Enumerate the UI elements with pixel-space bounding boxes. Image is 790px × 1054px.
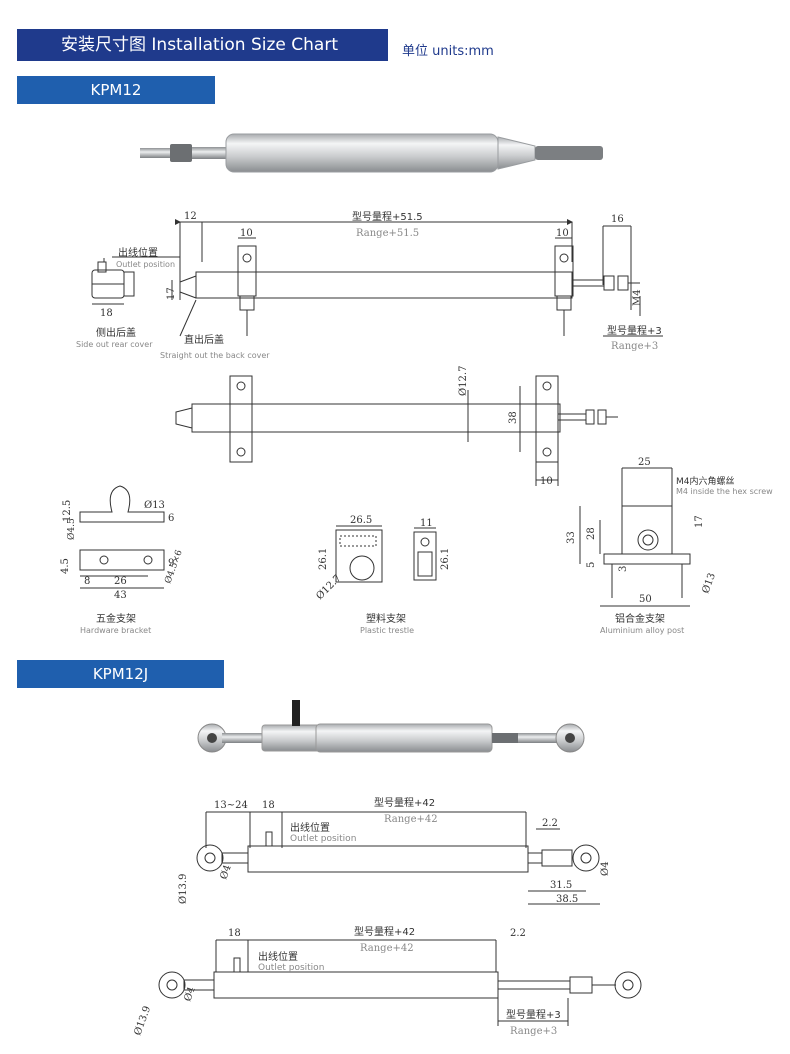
j-1324: 13~24 <box>214 800 248 811</box>
straight-cn: 直出后盖 <box>184 333 224 346</box>
j-dia4c: Ø4 <box>182 986 197 1003</box>
units-label: 单位 units:mm <box>402 44 494 59</box>
dim-10c: 10 <box>540 476 553 487</box>
outlet-en: Outlet position <box>116 260 175 269</box>
hw-125: 12.5 <box>62 500 73 522</box>
kpm12j-drawing-b <box>158 939 642 1026</box>
j-dia4a: Ø4 <box>218 864 233 881</box>
range3-cn: 型号量程+3 <box>607 324 662 337</box>
hw-6: 6 <box>168 513 174 524</box>
dim-m4: M4 <box>632 289 643 306</box>
al-17: 17 <box>694 515 705 528</box>
pl-265: 26.5 <box>350 515 372 526</box>
hw-45: Ø4.5 <box>66 518 77 540</box>
hw-45b: 4.5 <box>60 558 71 574</box>
hw-45x6: Ø4.5×6 <box>162 548 184 585</box>
dia-127: Ø12.7 <box>458 366 469 396</box>
aluminium-post-drawing <box>579 467 691 607</box>
j-range3-en: Range+3 <box>510 1026 557 1037</box>
j-range3-cn: 型号量程+3 <box>506 1008 561 1021</box>
pl-127: Ø12.7 <box>314 573 343 602</box>
al-33: 33 <box>566 531 577 544</box>
model-header-kpm12: KPM12 <box>17 76 215 104</box>
hardware-caption-cn: 五金支架 <box>96 612 136 625</box>
al-25: 25 <box>638 457 651 468</box>
dim-16: 16 <box>611 214 624 225</box>
side-out-cn: 侧出后盖 <box>96 326 136 339</box>
j-outlet-cn-b: 出线位置 <box>258 950 298 963</box>
dim-12: 12 <box>184 211 197 222</box>
plastic-trestle-drawing <box>335 525 437 583</box>
j-range42-en-b: Range+42 <box>360 943 414 954</box>
hw-8: 8 <box>84 576 90 587</box>
hw-26: 26 <box>114 576 127 587</box>
hw-43: 43 <box>114 590 127 601</box>
j-dia139a: Ø13.9 <box>178 874 189 904</box>
j-315: 31.5 <box>550 880 572 891</box>
alu-caption-cn: 铝合金支架 <box>615 612 665 625</box>
pl-11: 11 <box>420 518 433 529</box>
hw-9: 9 <box>168 558 174 569</box>
dim-10a: 10 <box>240 228 253 239</box>
j-outlet-en-b: Outlet position <box>258 963 324 973</box>
dim-17: 17 <box>166 287 177 300</box>
j-outlet-en-a: Outlet position <box>290 834 356 844</box>
al-28: 28 <box>586 527 597 540</box>
kpm12-side-drawing <box>91 219 663 337</box>
side-out-en: Side out rear cover <box>76 340 153 349</box>
al-13: Ø13 <box>700 572 717 595</box>
straight-en: Straight out the back cover <box>160 351 270 360</box>
model-header-kpm12j: KPM12J <box>17 660 224 688</box>
dim-range-en: Range+51.5 <box>356 228 419 239</box>
j-range42-cn-b: 型号量程+42 <box>354 925 415 938</box>
al-screw-cn: M4内六角螺丝 <box>676 475 735 487</box>
al-50: 50 <box>639 594 652 605</box>
pl-261b: 26.1 <box>440 548 451 570</box>
kpm12-top-drawing <box>175 375 618 486</box>
kpm12j-drawing-a <box>196 811 600 905</box>
j-dia139b: Ø13.9 <box>132 1005 153 1037</box>
dim-10b: 10 <box>556 228 569 239</box>
j-18a: 18 <box>262 800 275 811</box>
alu-caption-en: Aluminium alloy post <box>600 626 684 635</box>
outlet-cn: 出线位置 <box>118 246 158 259</box>
j-dia4b: Ø4 <box>600 861 611 876</box>
j-range42-en-a: Range+42 <box>384 814 438 825</box>
j-range42-cn-a: 型号量程+42 <box>374 796 435 809</box>
range3-en: Range+3 <box>611 341 658 352</box>
j-outlet-cn-a: 出线位置 <box>290 821 330 834</box>
dim-38: 38 <box>508 411 519 424</box>
plastic-caption-cn: 塑料支架 <box>366 612 406 625</box>
hw-13: Ø13 <box>144 500 165 511</box>
al-3: 3 <box>618 566 629 572</box>
hardware-bracket-drawing <box>79 485 165 589</box>
pl-261a: 26.1 <box>318 548 329 570</box>
j-385: 38.5 <box>556 894 578 905</box>
dim-range-cn: 型号量程+51.5 <box>352 210 423 223</box>
j-18b: 18 <box>228 928 241 939</box>
hardware-caption-en: Hardware bracket <box>80 626 151 635</box>
al-5: 5 <box>586 562 597 568</box>
j-22a: 2.2 <box>542 818 558 829</box>
kpm12j-photo <box>197 700 585 753</box>
al-screw-en: M4 inside the hex screw <box>676 487 773 496</box>
section-header: 安装尺寸图 Installation Size Chart <box>17 29 388 61</box>
dim-18: 18 <box>100 308 113 319</box>
kpm12-photo <box>140 133 603 173</box>
j-22b: 2.2 <box>510 928 526 939</box>
plastic-caption-en: Plastic trestle <box>360 626 414 635</box>
